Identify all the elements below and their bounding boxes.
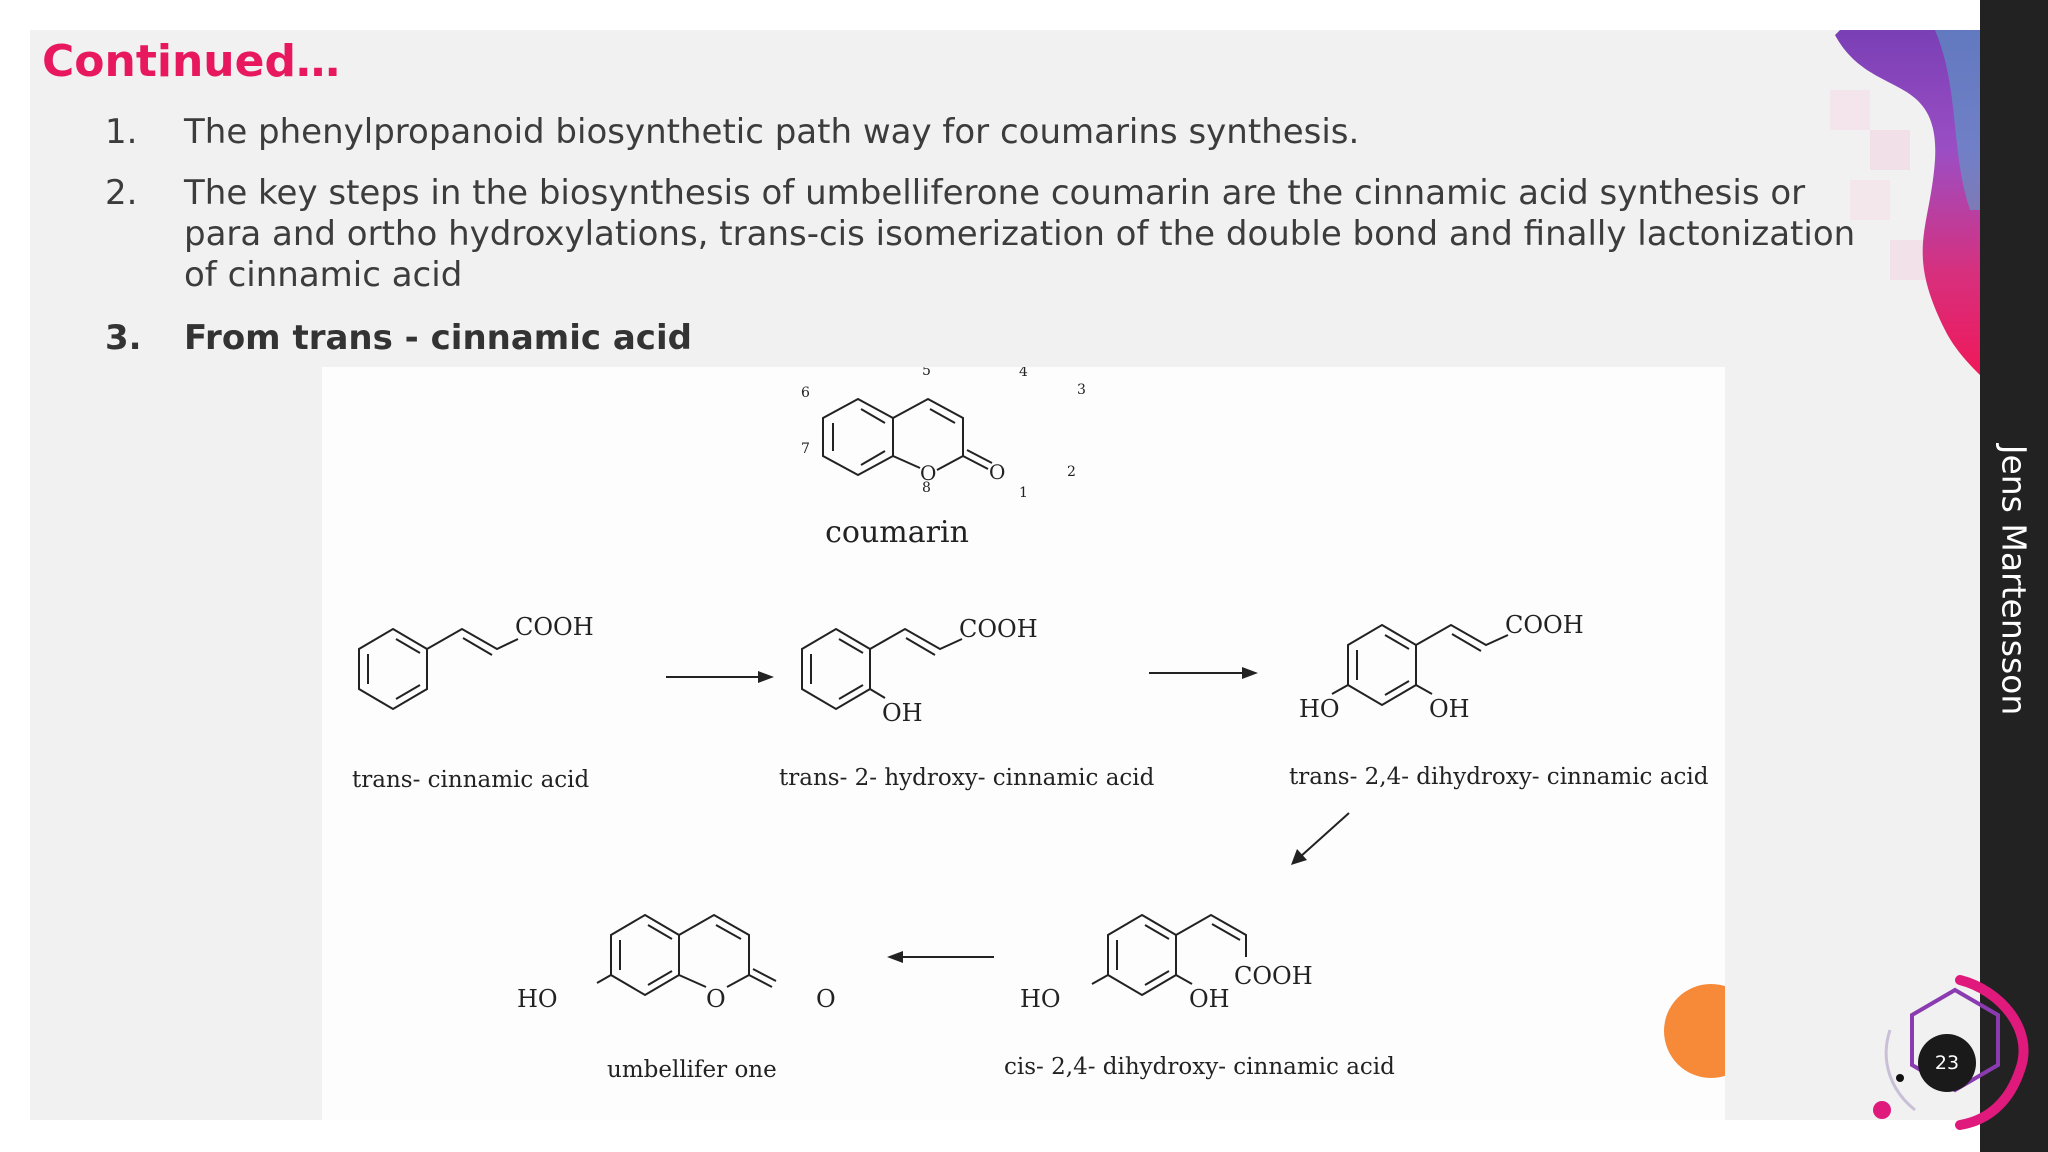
- numbered-list: 1. The phenylpropanoid biosynthetic path…: [105, 112, 1885, 359]
- coumarin-structure: O O 5 4 3 6 7 8 1 2 coumarin: [801, 367, 1086, 550]
- atom-number: 4: [1019, 367, 1028, 380]
- biosynthesis-diagram: O O 5 4 3 6 7 8 1 2 coumarin COOH trans-…: [322, 367, 1725, 1120]
- group-label: HO: [517, 985, 558, 1013]
- trans-2-hydroxy-cinnamic-acid-structure: COOH OH trans- 2- hydroxy- cinnamic acid: [779, 615, 1155, 791]
- atom-number: 1: [1019, 485, 1028, 501]
- list-number: 3.: [105, 318, 142, 358]
- group-label: OH: [882, 699, 923, 727]
- group-label: HO: [1299, 695, 1340, 723]
- author-name: Jens Martensson: [1994, 444, 2034, 716]
- group-label: OH: [1189, 985, 1230, 1013]
- coumarin-oxygen-label: O: [989, 460, 1005, 484]
- cis-2,4-dihydroxy-cinnamic-acid-structure: COOH HO OH cis- 2,4- dihydroxy- cinnamic…: [1004, 913, 1395, 1080]
- list-item: 2. The key steps in the biosynthesis of …: [105, 173, 1885, 296]
- reaction-arrow: [1299, 812, 1350, 858]
- slide-title: Continued…: [42, 36, 340, 87]
- decorative-wave: [1830, 30, 1980, 375]
- list-text: From trans - cinnamic acid: [184, 318, 692, 358]
- compound-name: trans- 2- hydroxy- cinnamic acid: [779, 765, 1155, 791]
- group-label: COOH: [1505, 611, 1584, 639]
- compound-name: trans- 2,4- dihydroxy- cinnamic acid: [1289, 764, 1709, 790]
- trans-cinnamic-acid-structure: COOH trans- cinnamic acid: [352, 613, 594, 793]
- compound-name: coumarin: [825, 515, 969, 550]
- group-label: COOH: [1234, 962, 1313, 990]
- list-number: 2.: [105, 173, 138, 213]
- atom-number: 8: [922, 480, 931, 496]
- atom-number: 5: [922, 367, 931, 379]
- right-sidebar: [1980, 0, 2048, 1152]
- group-label: COOH: [959, 615, 1038, 643]
- compound-name: umbellifer one: [607, 1057, 777, 1083]
- ring-oxygen-label: O: [706, 985, 726, 1013]
- atom-number: 2: [1067, 464, 1076, 480]
- atom-number: 6: [801, 385, 810, 401]
- list-item: 3. From trans - cinnamic acid: [105, 318, 1885, 359]
- umbelliferone-structure: HO O O umbellifer one: [517, 913, 836, 1083]
- atom-number: 7: [801, 441, 810, 457]
- list-number: 1.: [105, 112, 138, 152]
- list-item: 1. The phenylpropanoid biosynthetic path…: [105, 112, 1885, 153]
- list-text: The phenylpropanoid biosynthetic path wa…: [184, 112, 1360, 152]
- trans-2,4-dihydroxy-cinnamic-acid-structure: COOH HO OH trans- 2,4- dihydroxy- cinnam…: [1289, 611, 1709, 790]
- group-label: OH: [1429, 695, 1470, 723]
- atom-number: 3: [1077, 382, 1086, 398]
- compound-name: trans- cinnamic acid: [352, 767, 590, 793]
- coumarin-oxygen-label: O: [920, 461, 936, 485]
- group-label: COOH: [515, 613, 594, 641]
- list-text: The key steps in the biosynthesis of umb…: [184, 173, 1856, 295]
- compound-name: cis- 2,4- dihydroxy- cinnamic acid: [1004, 1054, 1395, 1080]
- page-number-badge: 23: [1918, 1034, 1976, 1092]
- group-label: HO: [1020, 985, 1061, 1013]
- carbonyl-oxygen-label: O: [816, 985, 836, 1013]
